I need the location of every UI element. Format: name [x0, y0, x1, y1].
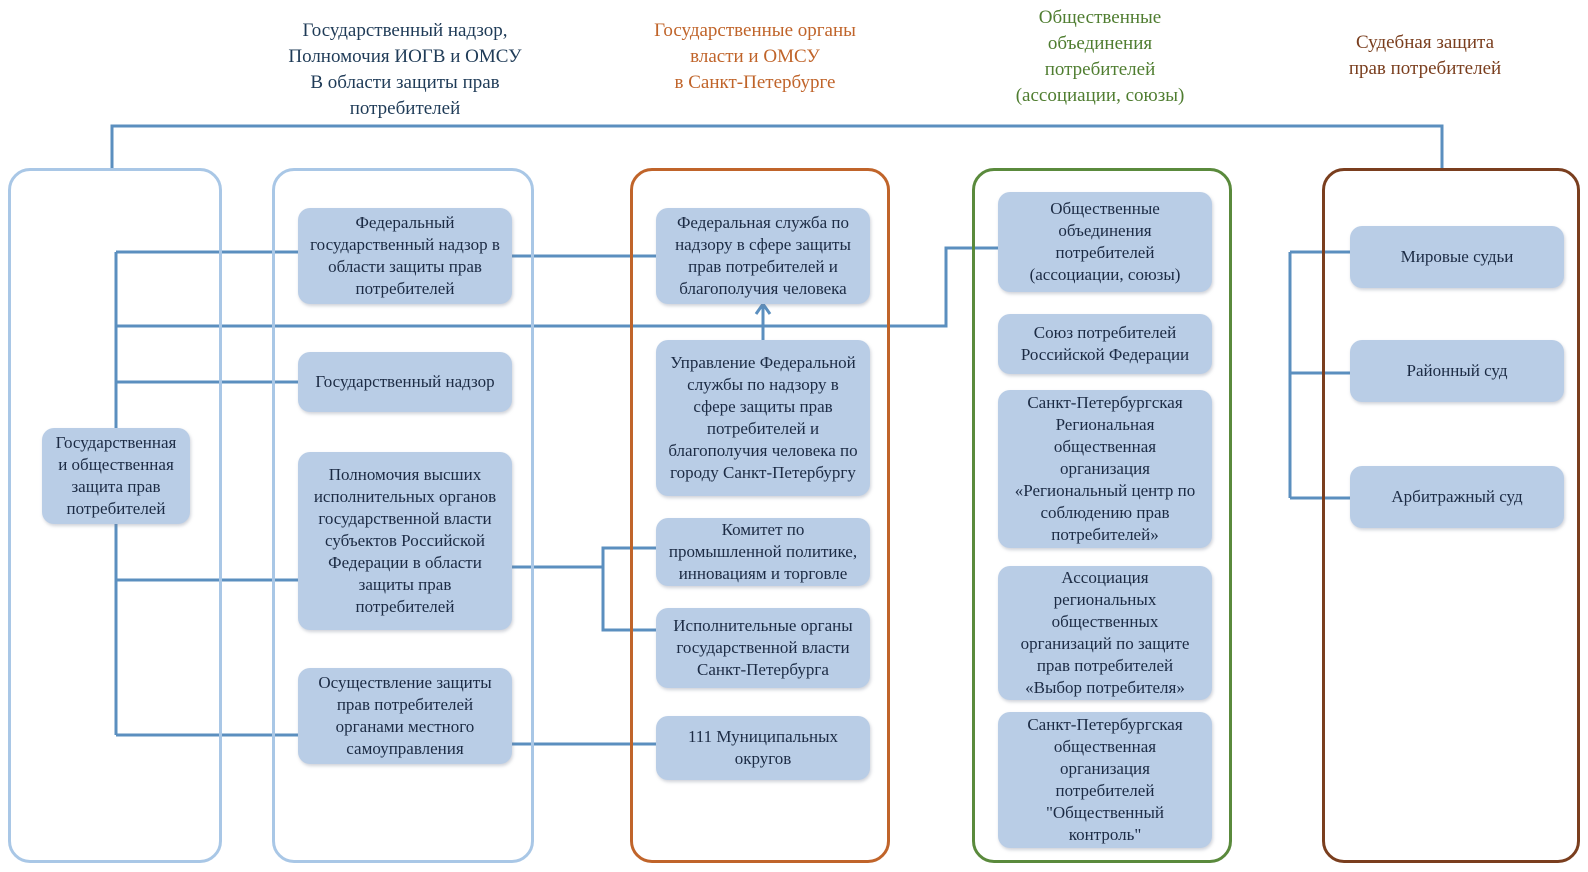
bodies-bracket-line [601, 546, 656, 632]
box-committee: Комитет по промышленной политике, иннова… [656, 518, 870, 586]
header-public-associations: Общественные объединения потребителей (а… [1015, 7, 1185, 106]
header-state-supervision: Государственный надзор, Полномочия ИОГВ … [288, 20, 522, 119]
box-local-government: Осуществление защиты прав потребителей о… [298, 668, 512, 764]
box-vybor: Ассоциация региональных общественных орг… [998, 566, 1212, 700]
box-magistrates: Мировые судьи [1350, 226, 1564, 288]
top-bracket-line [110, 124, 1444, 168]
box-spb-department: Управление Федеральной службы по надзору… [656, 340, 870, 496]
box-rospotrebnadzor: Федеральная служба по надзору в сфере за… [656, 208, 870, 304]
box-union-rf: Союз потребителей Российской Федерации [998, 314, 1212, 374]
column-supervision-frame [272, 168, 534, 863]
box-regional-powers: Полномочия высших исполнительных органов… [298, 452, 512, 630]
column-state-bodies-frame [630, 168, 890, 863]
box-municipal: 111 Муниципальных округов [656, 716, 870, 780]
box-federal-supervision: Федеральный государственный надзор в обл… [298, 208, 512, 304]
box-arbitration-court: Арбитражный суд [1350, 466, 1564, 528]
box-executive-bodies: Исполнительные органы государственной вл… [656, 608, 870, 688]
box-regional-center: Санкт-Петербургская Региональная обществ… [998, 390, 1212, 548]
column-judicial-frame [1322, 168, 1580, 863]
header-state-bodies: Государственные органы власти и ОМСУ в С… [654, 20, 856, 93]
column-public-associations-frame [972, 168, 1232, 863]
header-judicial: Судебная защита прав потребителей [1348, 32, 1502, 79]
column-root-frame [8, 168, 222, 863]
box-state-supervision: Государственный надзор [298, 352, 512, 412]
box-district-court: Районный суд [1350, 340, 1564, 402]
root-box: Государственная и общественная защита пр… [42, 428, 190, 524]
department-arrow [754, 301, 772, 315]
box-public-control: Санкт-Петербургская общественная организ… [998, 712, 1212, 848]
box-associations: Общественные объединения потребителей (а… [998, 192, 1212, 292]
